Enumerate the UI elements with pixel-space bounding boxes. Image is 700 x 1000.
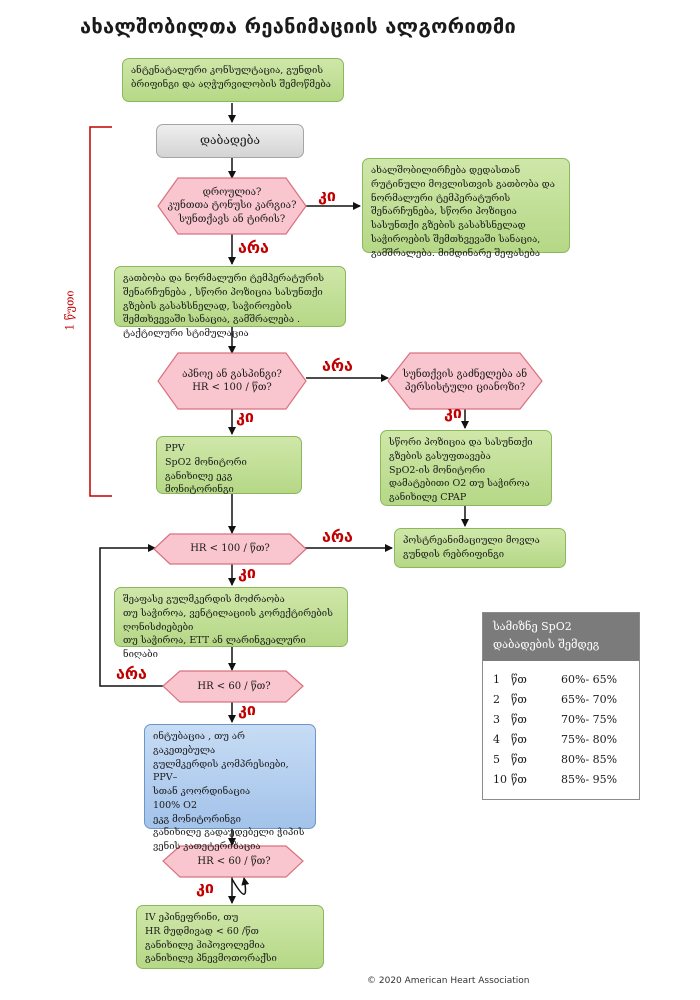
epi-line-3: განიხილე ჰიპოვოლემია [145, 939, 265, 951]
label-no-term: არა [238, 238, 269, 257]
intubate-line-6: განიხილე გადაუდებელი ჭიპის [153, 827, 305, 839]
spo2-header-line-1: სამიზნე SpO2 [493, 620, 572, 633]
intubate-compress-box: ინტუბაცია , თუ არ გაკეთებულა გულმკერდის … [144, 724, 316, 852]
position-line-1: სწორი პოზიცია და სასუნთქი [389, 437, 533, 448]
birth-box: დაბადება [156, 124, 304, 158]
label-yes-hr60-a: კი [238, 700, 256, 719]
position-line-5: განიხილე CPAP [389, 492, 467, 504]
label-no-hr100: არა [322, 527, 353, 546]
epi-line-2: HR მუდმივად < 60 /წთ [145, 925, 259, 937]
ppv-line-1: PPV [165, 443, 185, 454]
label-yes-hr60-b: კი [196, 878, 214, 897]
ppv-line-3: განიხილე ეკგ მონიტორინგი [165, 470, 234, 496]
hex-shape-hr100 [153, 533, 307, 565]
ppv-line-2: SpO2 მონიტორი [165, 456, 247, 468]
decision-apnea: აპნოე ან გასპინგი? HR < 100 / წთ? [160, 355, 304, 407]
vent-line-2: თუ საჭიროა, ვენტილაციის კორექტირების [123, 607, 333, 619]
antenatal-box: ანტენატალური კონსულტაცია, გუნდის ბრიფინგ… [122, 58, 344, 102]
label-no-apnea: არა [322, 356, 353, 375]
one-minute-brace [89, 126, 112, 497]
position-line-2: გზების გასუფთავება [389, 450, 491, 462]
decision-term-line-2: კუნთთა ტონუსი კარგია? [167, 200, 297, 212]
post-resus-box: პოსტრეანიმაციული მოვლა გუნდის რებრიფინგი [394, 528, 566, 568]
decision-hr60-a: HR < 60 / წთ? [166, 672, 302, 701]
decision-term: დროულია? კუნთთა ტონუსი კარგია? სუნთქავს … [160, 180, 304, 232]
position-line-4: დამატებითი O2 თუ საჭიროა [389, 478, 530, 490]
decision-term-line-1: დროულია? [202, 186, 262, 198]
epi-line-1: IV ეპინეფრინი, თუ [145, 912, 239, 923]
intubate-line-4: 100% O2 [153, 799, 198, 811]
decision-term-line-3: სუნთქავს ან ტირის? [178, 213, 286, 225]
page-title: ახალშობილთა რეანიმაციის ალგორითმი [80, 14, 517, 38]
epinephrine-box: IV ეპინეფრინი, თუ HR მუდმივად < 60 /წთ გ… [136, 905, 324, 969]
vent-line-4: თუ საჭიროა, ETT ან ლარინგეალური ნიღაბი [123, 635, 306, 661]
intubate-line-7: ვენის კათეტერიზაცია [153, 841, 261, 853]
intubate-line-1: ინტუბაცია , თუ არ გაკეთებულა [153, 731, 245, 756]
vent-line-3: ღონისძიებები [123, 621, 194, 633]
intubate-line-3: სთან კოორდინაცია [153, 786, 251, 798]
decision-labored: სუნთქვის გაძნელება ან პერსისტული ციანოზი… [390, 355, 540, 407]
routine-care-box: ახალშობილირჩება დედასთან რუტინული მოვლის… [362, 158, 570, 259]
decision-hr60-b-text: HR < 60 / წთ? [197, 855, 271, 867]
position-line-3: SpO2-ის მონიტორი [389, 464, 486, 476]
hex-shape-apnea [157, 352, 307, 410]
decision-hr100: HR < 100 / წთ? [156, 535, 304, 563]
decision-hr100-text: HR < 100 / წთ? [190, 543, 270, 555]
copyright-notice: © 2020 American Heart Association [367, 976, 530, 986]
intubate-line-2: გულმკერდის კომპრესიები, PPV– [153, 758, 289, 784]
epi-line-4: განიხილე პნევმოთორაქსი [145, 953, 277, 965]
decision-hr60-a-text: HR < 60 / წთ? [197, 680, 271, 692]
decision-hr60-b: HR < 60 / წთ? [166, 847, 302, 876]
hex-shape-hr60a [162, 670, 304, 703]
decision-apnea-line-1: აპნოე ან გასპინგი? [182, 368, 282, 380]
spo2-table-header: სამიზნე SpO2 დაბადების შემდეგ [483, 613, 639, 661]
one-minute-label: 1 წუთი [63, 290, 77, 331]
label-yes-apnea: კი [236, 407, 254, 426]
label-no-hr60: არა [116, 664, 147, 683]
label-yes-hr100: კი [238, 563, 256, 582]
label-yes-term: კი [318, 186, 336, 205]
hex-shape-labored [387, 352, 543, 410]
decision-labored-line-2: პერსისტული ციანოზი? [404, 382, 526, 393]
decision-labored-line-1: სუნთქვის გაძნელება ან [402, 368, 528, 380]
label-yes-labored: კი [444, 403, 462, 422]
hex-shape-hr60b [162, 845, 304, 878]
position-cpap-box: სწორი პოზიცია და სასუნთქი გზების გასუფთა… [380, 430, 552, 506]
warm-dry-box: გათბობა და ნორმალური ტემპერატურის შენარჩ… [114, 266, 346, 339]
vent-line-1: შეაფასე გულმკერდის მოძრაობა [123, 594, 285, 605]
spo2-header-line-2: დაბადების შემდეგ [493, 637, 600, 651]
ppv-box: PPV SpO2 მონიტორი განიხილე ეკგ მონიტორინ… [156, 436, 302, 495]
hex-shape-term [157, 177, 307, 235]
decision-apnea-line-2: HR < 100 / წთ? [192, 382, 272, 393]
vent-correct-box: შეაფასე გულმკერდის მოძრაობა თუ საჭიროა, … [114, 587, 348, 660]
intubate-line-5: ეკგ მონიტორინგი [153, 813, 241, 825]
